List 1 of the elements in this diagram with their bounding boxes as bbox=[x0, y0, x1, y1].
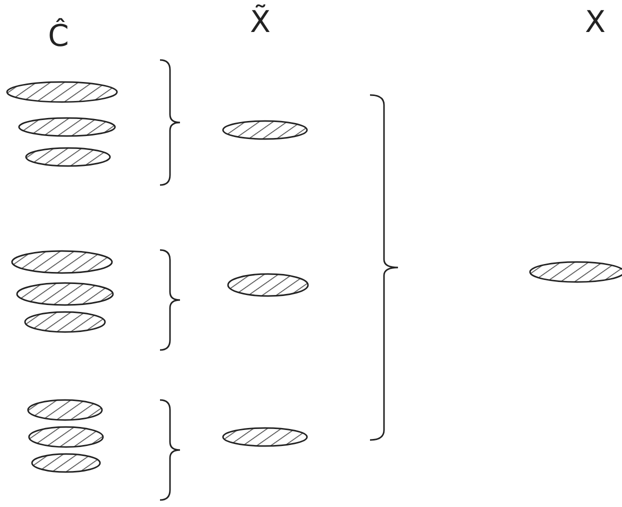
column-heading: X bbox=[585, 8, 606, 38]
